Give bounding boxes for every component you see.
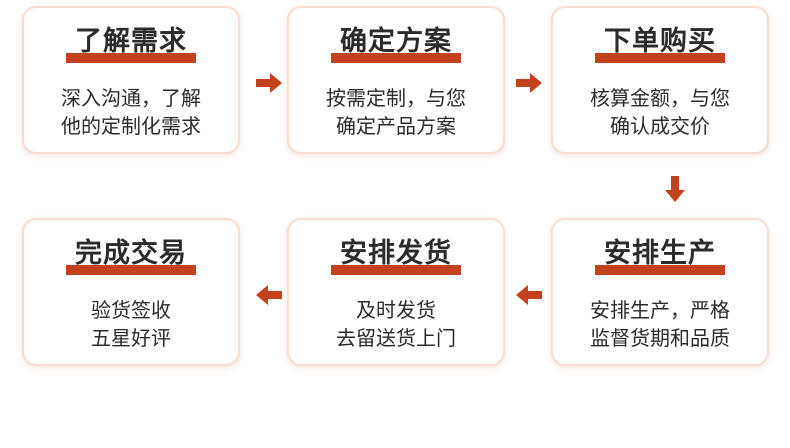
step-desc: 及时发货 去留送货上门 bbox=[336, 298, 456, 350]
step-title: 完成交易 bbox=[75, 238, 187, 269]
step-title: 了解需求 bbox=[75, 26, 187, 57]
arrow-down-icon bbox=[665, 176, 685, 202]
step-card-5: 安排发货 及时发货 去留送货上门 bbox=[287, 218, 505, 366]
step-card-3: 下单购买 核算金额，与您 确认成交价 bbox=[551, 6, 769, 154]
step-desc: 深入沟通，了解 他的定制化需求 bbox=[61, 86, 201, 138]
step-desc: 安排生产，严格 监督货期和品质 bbox=[590, 298, 730, 350]
step-desc: 验货签收 五星好评 bbox=[91, 298, 171, 350]
arrow-left-icon bbox=[256, 285, 282, 305]
step-card-2: 确定方案 按需定制，与您 确定产品方案 bbox=[287, 6, 505, 154]
arrow-left-icon bbox=[516, 285, 542, 305]
step-desc: 核算金额，与您 确认成交价 bbox=[590, 86, 730, 138]
step-title: 下单购买 bbox=[604, 26, 716, 57]
step-card-1: 了解需求 深入沟通，了解 他的定制化需求 bbox=[22, 6, 240, 154]
step-title: 确定方案 bbox=[340, 26, 452, 57]
title-underline bbox=[331, 265, 461, 275]
title-underline bbox=[595, 53, 725, 63]
step-card-4: 安排生产 安排生产，严格 监督货期和品质 bbox=[551, 218, 769, 366]
step-title: 安排生产 bbox=[604, 238, 716, 269]
title-underline bbox=[66, 53, 196, 63]
title-underline bbox=[595, 265, 725, 275]
arrow-right-icon bbox=[256, 73, 282, 93]
step-desc: 按需定制，与您 确定产品方案 bbox=[326, 86, 466, 138]
step-title: 安排发货 bbox=[340, 238, 452, 269]
step-card-6: 完成交易 验货签收 五星好评 bbox=[22, 218, 240, 366]
arrow-right-icon bbox=[516, 73, 542, 93]
title-underline bbox=[331, 53, 461, 63]
title-underline bbox=[66, 265, 196, 275]
